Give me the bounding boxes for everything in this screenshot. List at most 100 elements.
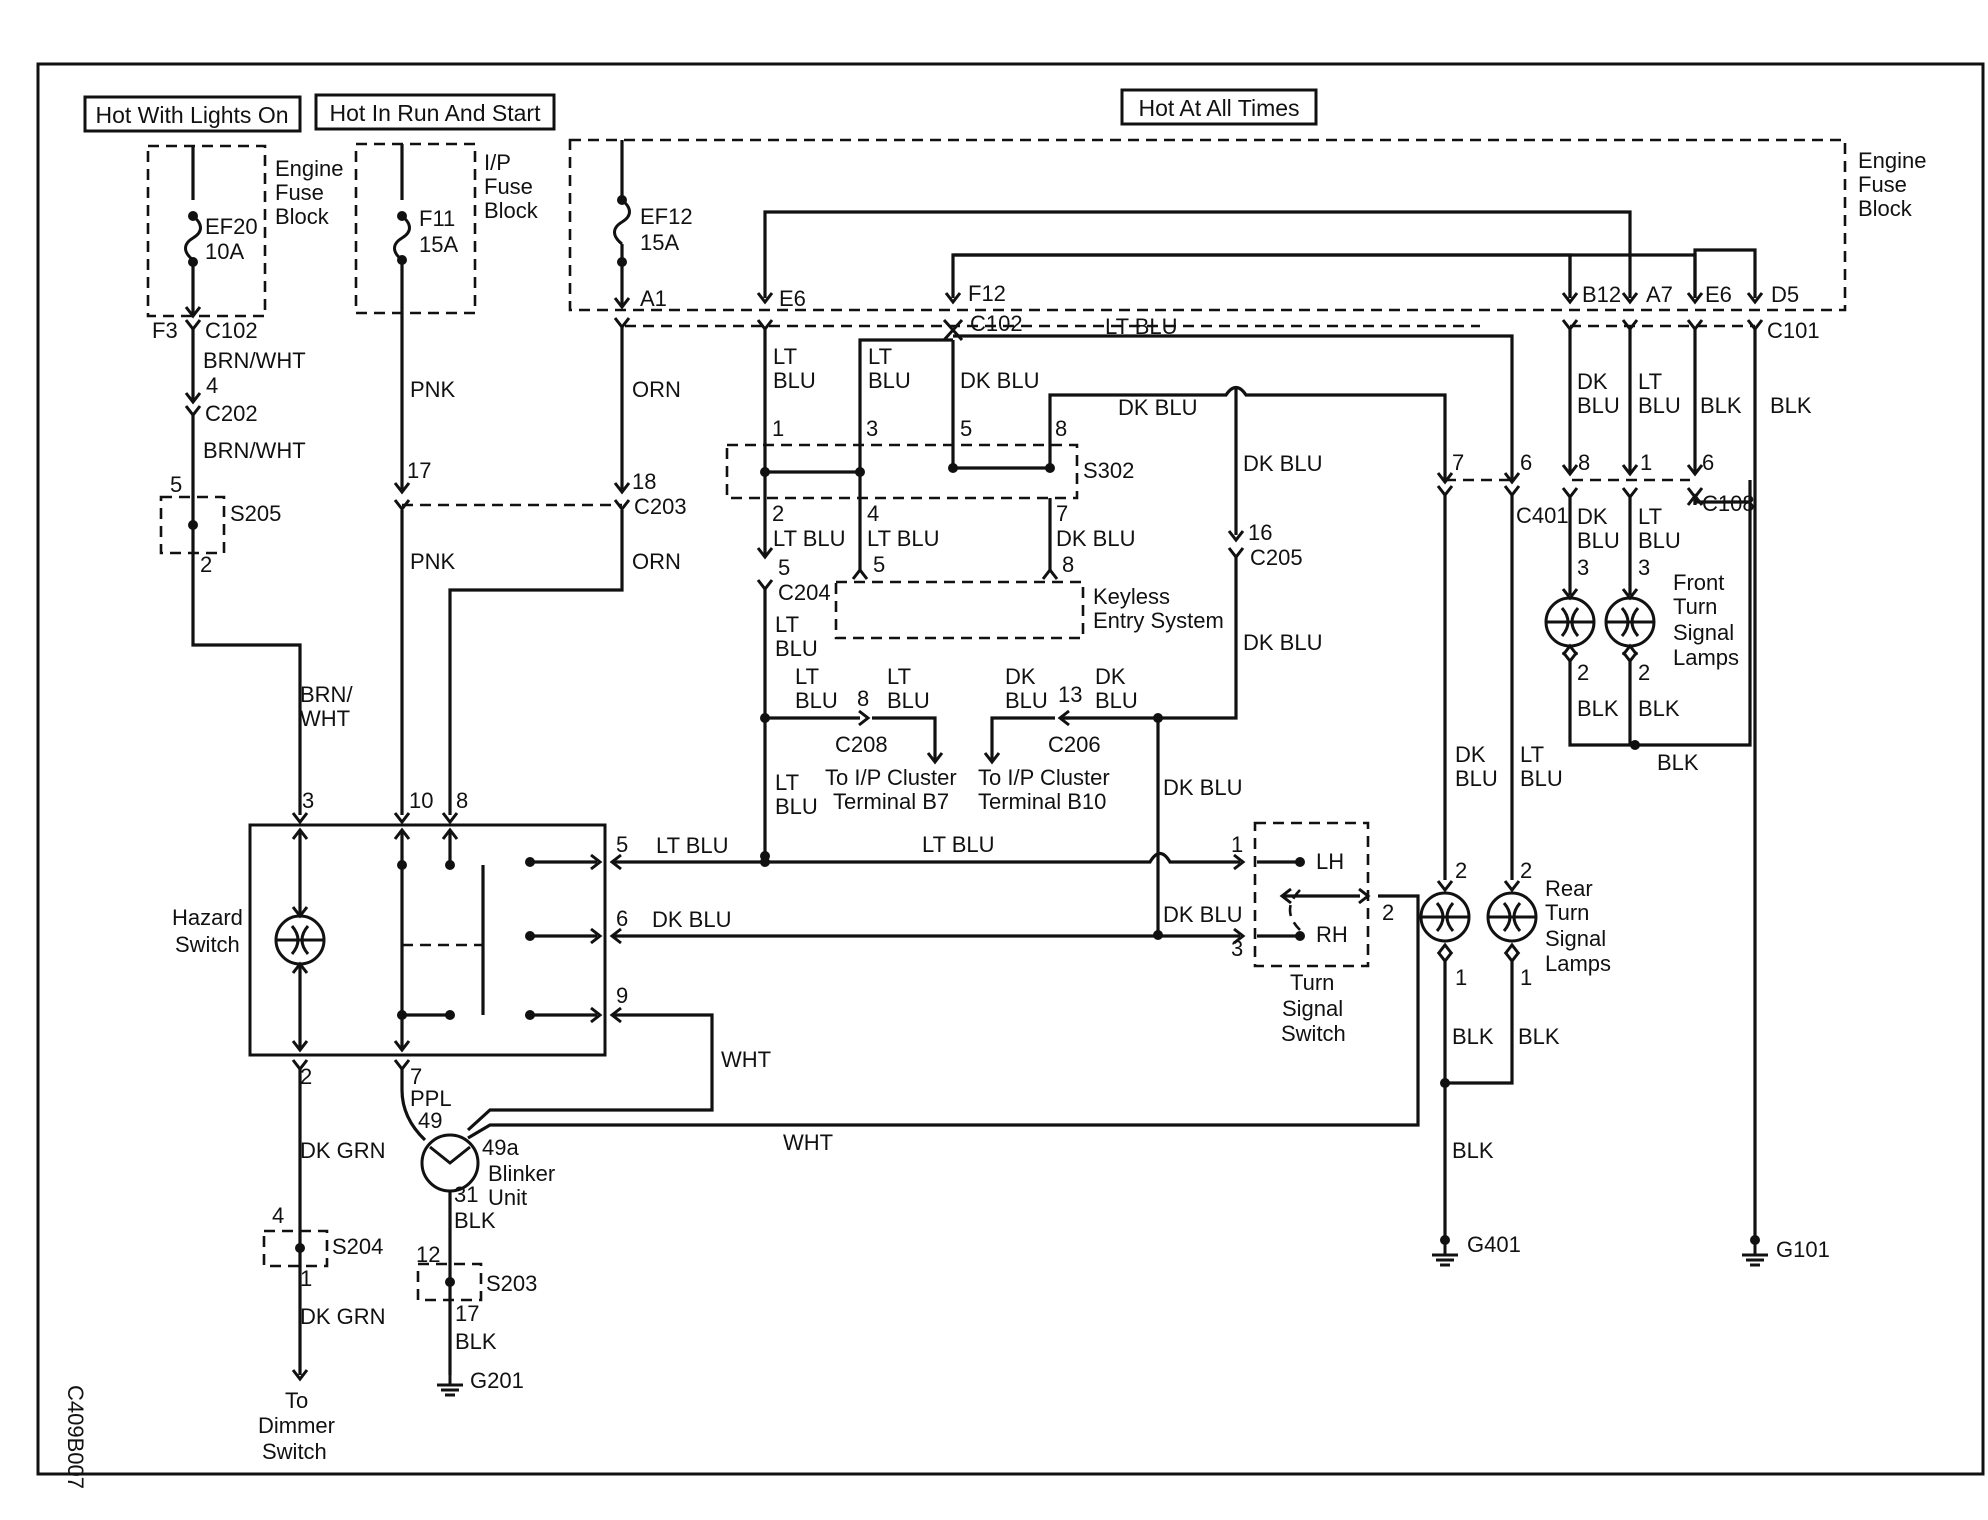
pin-3-front-r: 3	[1638, 555, 1650, 580]
dimmer-label-3: Switch	[262, 1439, 327, 1464]
wire-dk-blu-c205	[1060, 557, 1238, 720]
b12-label: B12	[1582, 282, 1621, 307]
s203-label: S203	[486, 1271, 537, 1296]
pin-16-c205: 16	[1248, 520, 1272, 545]
pin-2-rear-l: 2	[1455, 858, 1467, 883]
engine-fuse-block-right	[568, 138, 1847, 312]
c102-left-label: C102	[205, 318, 258, 343]
wire-ppl-label: PPL	[410, 1086, 452, 1111]
pin-6-hazard: 6	[616, 906, 628, 931]
keyless-label-2: Entry System	[1093, 608, 1224, 633]
dimmer-label-2: Dimmer	[258, 1413, 335, 1438]
engine-fuse-block-left	[146, 144, 267, 318]
wire-lt-blu-pair-2: BLU	[773, 368, 816, 393]
wire-blk-e6-label: BLK	[1700, 393, 1742, 418]
front-lamps-label-2: Turn	[1673, 594, 1717, 619]
ip-fuse-block-label-3: Block	[484, 198, 539, 223]
ip-fuse-block	[354, 142, 477, 315]
wire-lt-blu-s302-3	[858, 338, 953, 570]
rear-lamps-label-4: Lamps	[1545, 951, 1611, 976]
pin-5-keyless: 5	[873, 552, 885, 577]
pin-2-s205: 2	[200, 552, 212, 577]
pin-6-c108: 6	[1702, 450, 1714, 475]
ip-fuse-block-label-1: I/P	[484, 150, 511, 175]
e6-right-label: E6	[1705, 282, 1732, 307]
turn-lh-label: LH	[1316, 849, 1344, 874]
wire-dk-blu-rear-label-2: BLU	[1455, 766, 1498, 791]
pin-31: 31	[454, 1182, 478, 1207]
s205-label: S205	[230, 501, 281, 526]
blinker-label-2: Unit	[488, 1185, 527, 1210]
e6-label: E6	[779, 286, 806, 311]
g201-label: G201	[470, 1368, 524, 1393]
pin-5-s302: 5	[960, 416, 972, 441]
f11-rating: 15A	[419, 232, 458, 257]
pin-2-rear-r: 2	[1520, 858, 1532, 883]
a1-label: A1	[640, 286, 667, 311]
wire-dk-blu-c206-label-1: DK	[1095, 664, 1126, 689]
engine-fuse-block-left-label-2: Fuse	[275, 180, 324, 205]
s302-label: S302	[1083, 458, 1134, 483]
engine-fuse-block-right-label-2: Fuse	[1858, 172, 1907, 197]
wire-lt-blu-rear-label-2: BLU	[1520, 766, 1563, 791]
wire-lt-blu-front-label-2: BLU	[1638, 393, 1681, 418]
wire-lt-blu-top-label: LT BLU	[1105, 314, 1178, 339]
wire-orn-label-1: ORN	[632, 377, 681, 402]
wire-lt-blu-b7	[872, 716, 937, 760]
pin-1-s204: 1	[300, 1266, 312, 1291]
pin-18-orn: 18	[632, 469, 656, 494]
wire-lt-blu-h5-label: LT BLU	[656, 833, 729, 858]
diagram-frame	[36, 62, 1985, 1476]
wire-dk-blu-front-label-2: BLU	[1577, 393, 1620, 418]
wire-lt-blu-c204-4: BLU	[775, 794, 818, 819]
turn-switch-label-2: Signal	[1282, 996, 1343, 1021]
wire-dk-blu-c206-down-label: DK BLU	[1163, 775, 1242, 800]
pin-17-s203: 17	[455, 1301, 479, 1326]
wire-lt-blu-front-lo-label-1: LT	[1638, 504, 1662, 529]
a7-label: A7	[1646, 282, 1673, 307]
wire-pnk-label-1: PNK	[410, 377, 456, 402]
wire-dk-blu-b10-label-2: BLU	[1005, 688, 1048, 713]
pin-3-s302: 3	[866, 416, 878, 441]
blinker-label-1: Blinker	[488, 1161, 555, 1186]
front-lamp-left-icon	[1544, 596, 1596, 648]
pin-9-hazard: 9	[616, 983, 628, 1008]
wire-brn-wht-split-2: WHT	[300, 706, 350, 731]
pin-1-rear-r: 1	[1520, 965, 1532, 990]
pin-1-s302: 1	[772, 416, 784, 441]
wire-blk-rear-r-label: BLK	[1518, 1024, 1560, 1049]
pin-8-keyless: 8	[1062, 552, 1074, 577]
wire-blk-g401-label: BLK	[1452, 1138, 1494, 1163]
cluster-b7-label-2: Terminal B7	[833, 789, 949, 814]
f11-label: F11	[419, 206, 455, 231]
wire-orn-label-2: ORN	[632, 549, 681, 574]
turn-switch-label-1: Turn	[1290, 970, 1334, 995]
pin-1-rear-l: 1	[1455, 965, 1467, 990]
cluster-b10-label-2: Terminal B10	[978, 789, 1106, 814]
wire-dk-blu-h6-b-label: DK BLU	[1163, 902, 1242, 927]
g401-label: G401	[1467, 1232, 1521, 1257]
c108-arrow	[1686, 493, 1704, 506]
wire-lt-blu-c204-3: LT	[775, 770, 799, 795]
wire-lt-blu-s302-3-label-2: BLU	[868, 368, 911, 393]
wire-wht-label-2: WHT	[783, 1130, 833, 1155]
wire-dk-blu-b10	[990, 716, 1055, 760]
c202-label: C202	[205, 401, 258, 426]
c401-label: C401	[1516, 503, 1569, 528]
c101-label: C101	[1767, 318, 1820, 343]
front-lamps-label-3: Signal	[1673, 620, 1734, 645]
cluster-b7-label-1: To I/P Cluster	[825, 765, 957, 790]
wire-lt-blu-rear-label-1: LT	[1520, 742, 1544, 767]
turn-switch-label-3: Switch	[1281, 1021, 1346, 1046]
rear-lamps-label-3: Signal	[1545, 926, 1606, 951]
hazard-switch	[248, 823, 607, 1057]
ef20-fuse	[184, 146, 202, 316]
wire-wht-turn	[467, 894, 1420, 1140]
wire-dk-blu-c205-label: DK BLU	[1243, 630, 1322, 655]
wire-dk-blu-front-label-1: DK	[1577, 369, 1608, 394]
wire-lt-blu-b7-label-1: LT	[887, 664, 911, 689]
f12-label: F12	[968, 281, 1006, 306]
pin-7-c401: 7	[1452, 450, 1464, 475]
wire-blk-front-r-label: BLK	[1638, 696, 1680, 721]
wire-lt-blu-b7-label-2: BLU	[887, 688, 930, 713]
